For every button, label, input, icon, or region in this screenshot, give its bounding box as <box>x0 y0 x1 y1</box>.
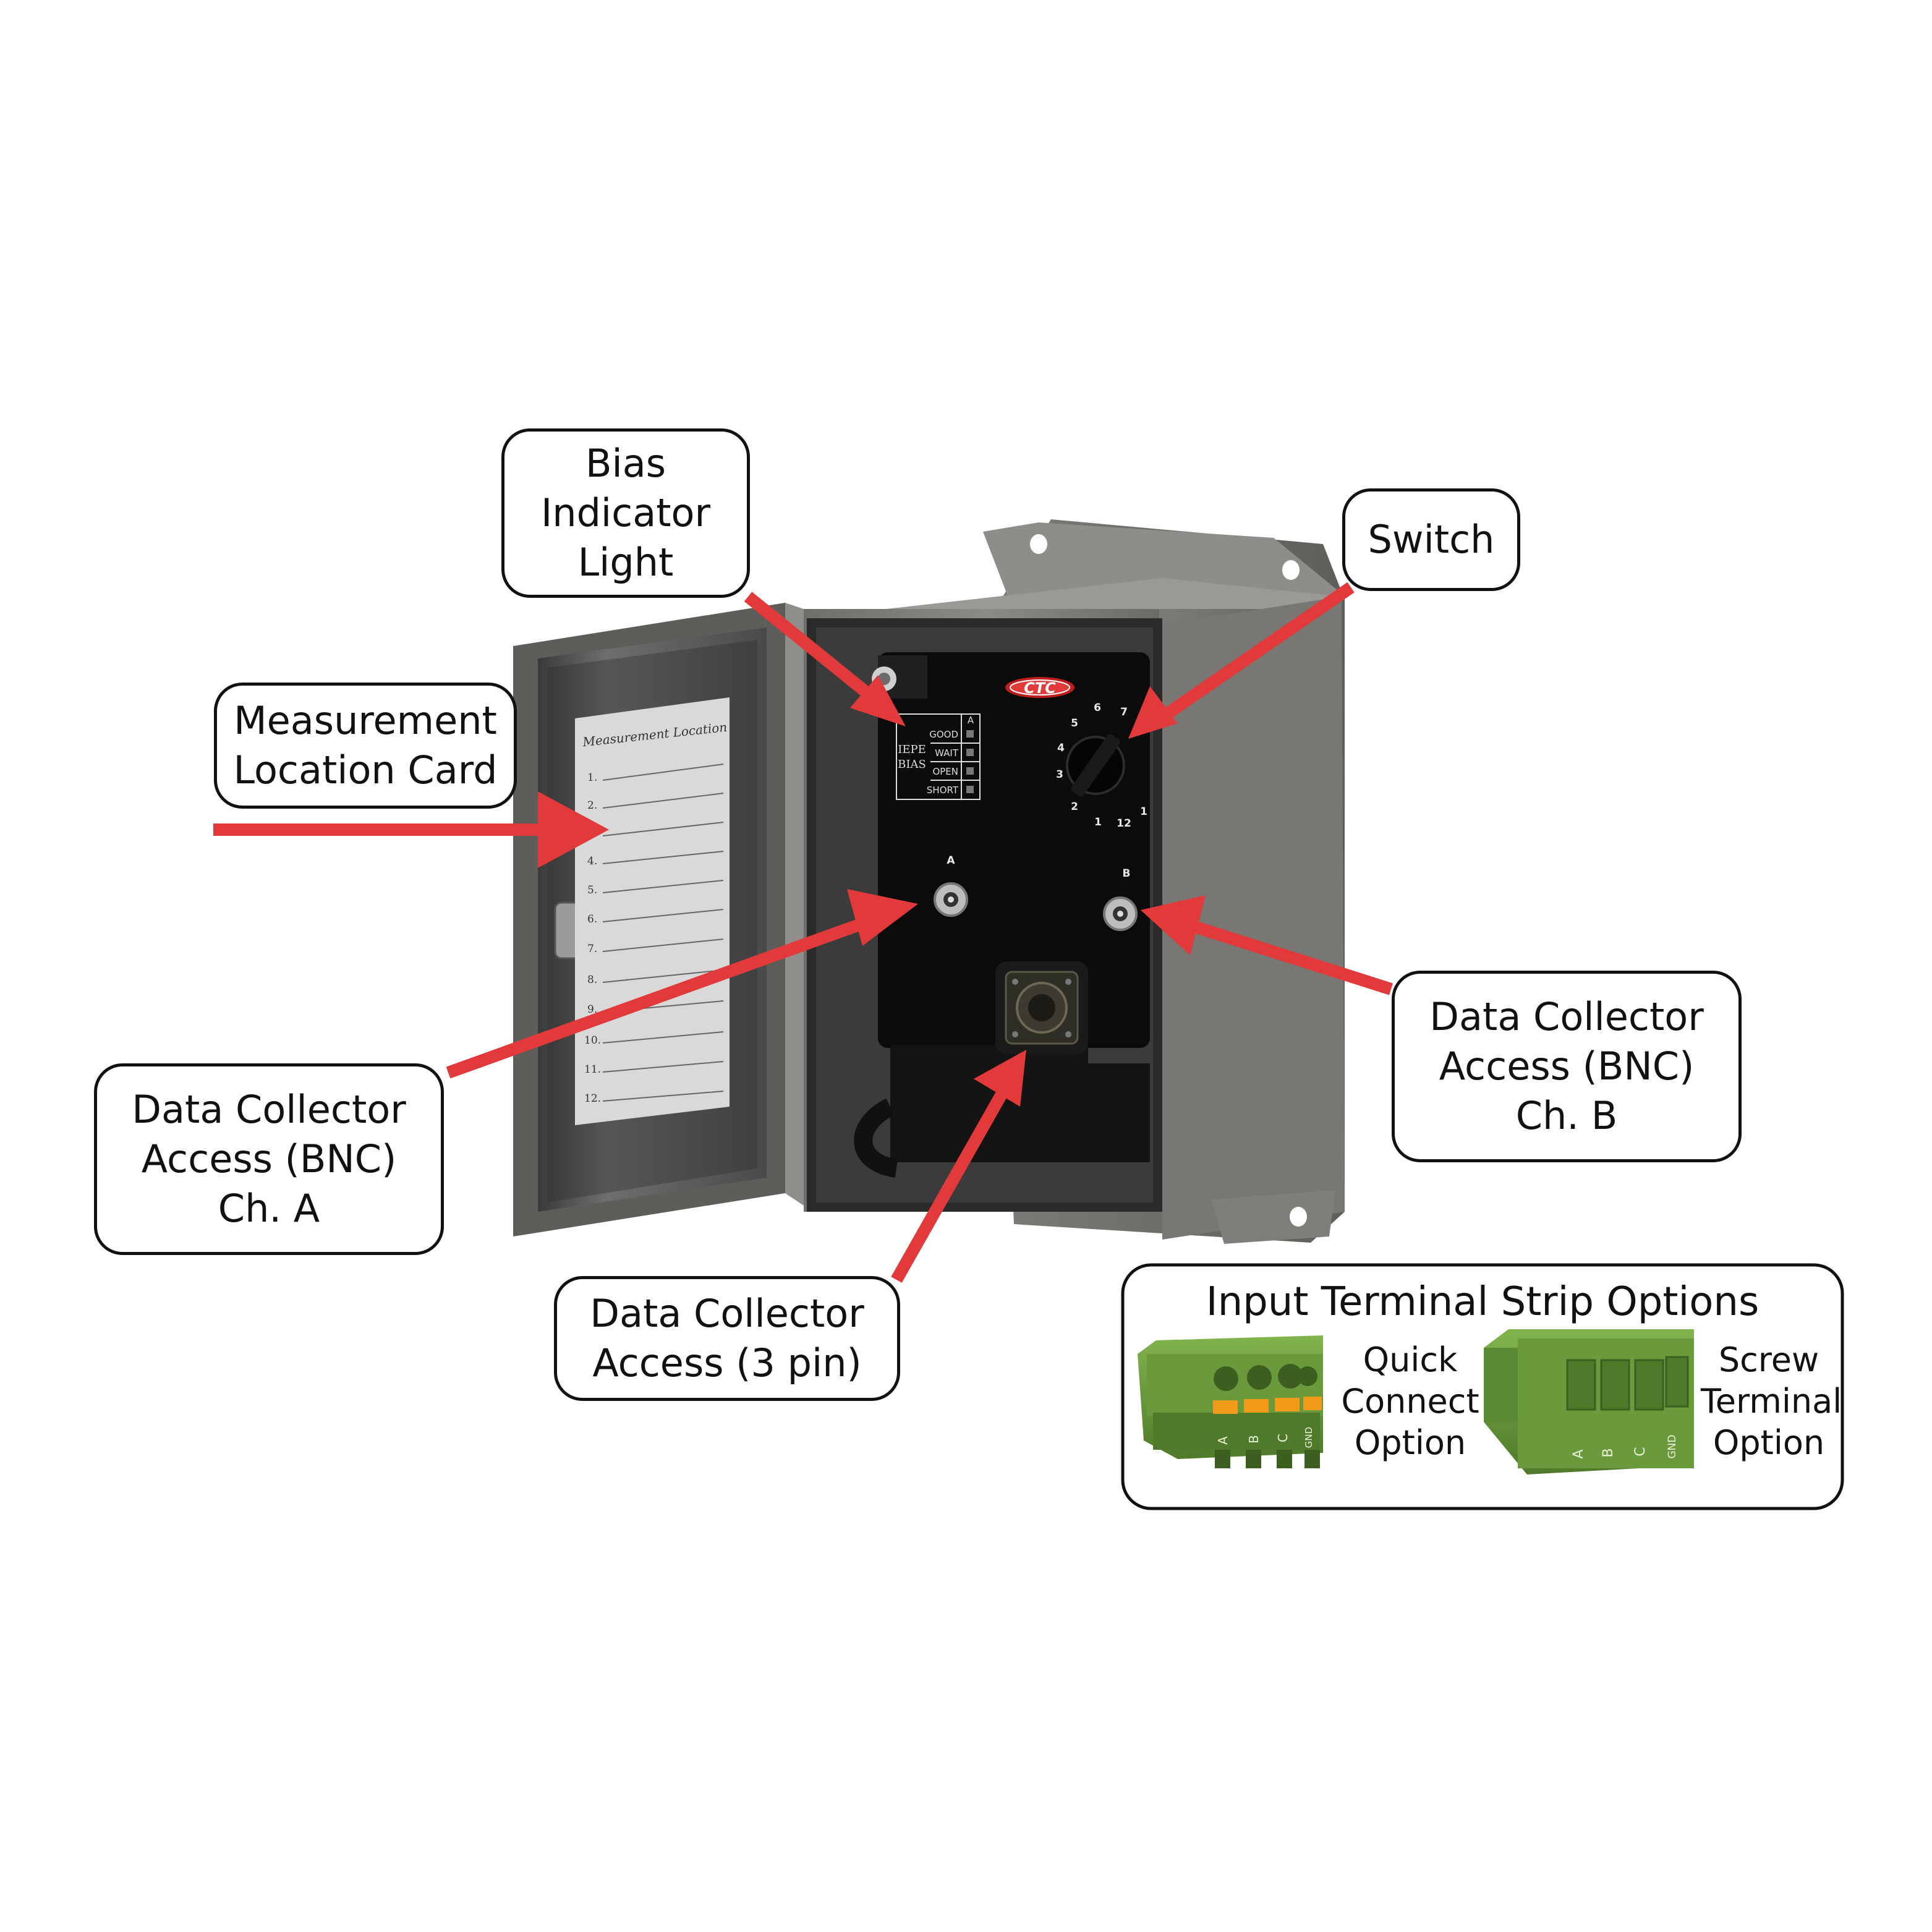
card-line-11: 11. <box>584 1063 601 1076</box>
screw-label-line-2: Terminal <box>1701 1382 1842 1421</box>
callout-bias-line-3: Light <box>577 540 674 585</box>
quick-connect-lever-a <box>1213 1400 1238 1414</box>
callout-bnc-b-line-2: Access (BNC) <box>1439 1044 1695 1089</box>
bias-led-wait <box>966 749 974 756</box>
screw-slot-a <box>1566 1359 1596 1411</box>
callout-3pin-line-1: Data Collector <box>590 1291 864 1336</box>
dial-number-6: 6 <box>1094 702 1101 714</box>
callout-bnc-a-line-1: Data Collector <box>132 1087 406 1132</box>
arrow-bnc-b <box>1141 895 1394 995</box>
callout-3-pin: Data Collector Access (3 pin) <box>554 1276 900 1401</box>
bias-label-bias: BIAS <box>898 758 926 771</box>
quick-connect-lever-c <box>1275 1398 1300 1411</box>
dial-number-7: 7 <box>1120 706 1128 718</box>
quick-connect-terminal: A B C GND <box>1138 1335 1323 1468</box>
arrow-card <box>213 791 609 868</box>
bias-state-open: OPEN <box>932 766 958 777</box>
callout-bnc-a-line-3: Ch. A <box>218 1186 320 1231</box>
channel-b-label: B <box>1123 867 1131 880</box>
callout-arrows <box>213 582 1394 1283</box>
screw-pin-b: B <box>1601 1448 1616 1457</box>
card-line-9: 9. <box>587 1003 597 1016</box>
screw-slot-c <box>1634 1359 1664 1411</box>
quick-pin-a: A <box>1215 1436 1230 1445</box>
callout-card-line-1: Measurement <box>234 698 497 743</box>
screw-terminal-label: Screw Terminal Option <box>1701 1339 1842 1463</box>
quick-label-line-1: Quick <box>1363 1340 1458 1379</box>
callout-bnc-a-line-2: Access (BNC) <box>141 1136 397 1181</box>
screw-pin-a: A <box>1571 1449 1586 1458</box>
dial-number-1: 1 <box>1094 816 1102 828</box>
bias-state-good: GOOD <box>929 729 958 740</box>
quick-connect-lever-gnd <box>1303 1397 1322 1410</box>
bias-led-open <box>966 767 974 775</box>
callout-bias-line-2: Indicator <box>541 490 710 535</box>
callout-bnc-b-line-3: Ch. B <box>1515 1093 1618 1138</box>
screw-label-line-3: Option <box>1713 1423 1825 1462</box>
dial-number-2: 2 <box>1071 801 1078 813</box>
dial-number-3: 3 <box>1056 768 1063 781</box>
arrow-switch <box>1128 582 1355 739</box>
card-line-10: 10. <box>584 1034 601 1047</box>
screw-label-line-1: Screw <box>1718 1340 1819 1379</box>
card-line-7: 7. <box>587 943 597 955</box>
arrow-bias <box>744 592 906 726</box>
quick-pin-gnd: GND <box>1303 1427 1314 1448</box>
quick-label-line-3: Option <box>1354 1423 1466 1462</box>
screw-pin-c: C <box>1633 1447 1648 1456</box>
card-line-1: 1. <box>587 772 597 784</box>
callout-bnc-b-line-1: Data Collector <box>1429 994 1704 1039</box>
quick-connect-lever-b <box>1244 1399 1269 1413</box>
arrow-3pin <box>891 1050 1026 1283</box>
bias-state-short: SHORT <box>927 785 959 796</box>
screw-terminal: A B C GND <box>1484 1329 1694 1475</box>
callout-measurement-location-card: Measurement Location Card <box>214 683 517 809</box>
arrow-bnc-a <box>446 889 918 1079</box>
callout-bias-indicator-light: Bias Indicator Light <box>501 428 750 598</box>
terminal-options-title: Input Terminal Strip Options <box>1206 1279 1760 1325</box>
screw-slot-gnd <box>1665 1356 1689 1408</box>
screw-slot-b <box>1600 1359 1630 1411</box>
card-line-12: 12. <box>584 1092 601 1105</box>
quick-pin-b: B <box>1246 1435 1261 1444</box>
card-line-8: 8. <box>587 974 597 986</box>
dial-number-1b: 1 <box>1140 806 1147 818</box>
quick-connect-label: Quick Connect Option <box>1327 1339 1494 1463</box>
callout-card-line-2: Location Card <box>233 747 498 793</box>
bias-led-good <box>966 730 974 738</box>
panel-logo: CTC <box>1024 679 1056 697</box>
card-line-5: 5. <box>587 884 597 896</box>
bias-table-header: A <box>968 715 974 726</box>
callout-switch-line-1: Switch <box>1368 517 1495 562</box>
callout-bnc-ch-a: Data Collector Access (BNC) Ch. A <box>94 1063 444 1255</box>
callout-bias-line-1: Bias <box>585 441 666 486</box>
channel-a-label: A <box>947 854 955 867</box>
callout-switch: Switch <box>1342 488 1520 591</box>
callout-3pin-line-2: Access (3 pin) <box>592 1340 862 1385</box>
screw-pin-gnd: GND <box>1666 1435 1679 1459</box>
card-line-4: 4. <box>587 855 597 867</box>
measurement-location-card: Measurement Location 1. 2. 3. 4. 5. 6. 7… <box>575 697 730 1125</box>
dial-number-4: 4 <box>1057 742 1065 754</box>
terminal-options-panel: Input Terminal Strip Options Quick Conne… <box>1123 1265 1842 1509</box>
quick-label-line-2: Connect <box>1341 1382 1479 1421</box>
bias-state-wait: WAIT <box>935 747 959 759</box>
bias-led-short <box>966 786 974 793</box>
callout-bnc-ch-b: Data Collector Access (BNC) Ch. B <box>1392 971 1742 1162</box>
quick-pin-c: C <box>1275 1434 1290 1442</box>
bias-label-iepe: IEPE <box>898 743 926 756</box>
card-line-2: 2. <box>587 799 597 812</box>
card-line-6: 6. <box>587 913 597 926</box>
dial-number-12: 12 <box>1117 817 1131 830</box>
dial-number-5: 5 <box>1071 717 1078 730</box>
